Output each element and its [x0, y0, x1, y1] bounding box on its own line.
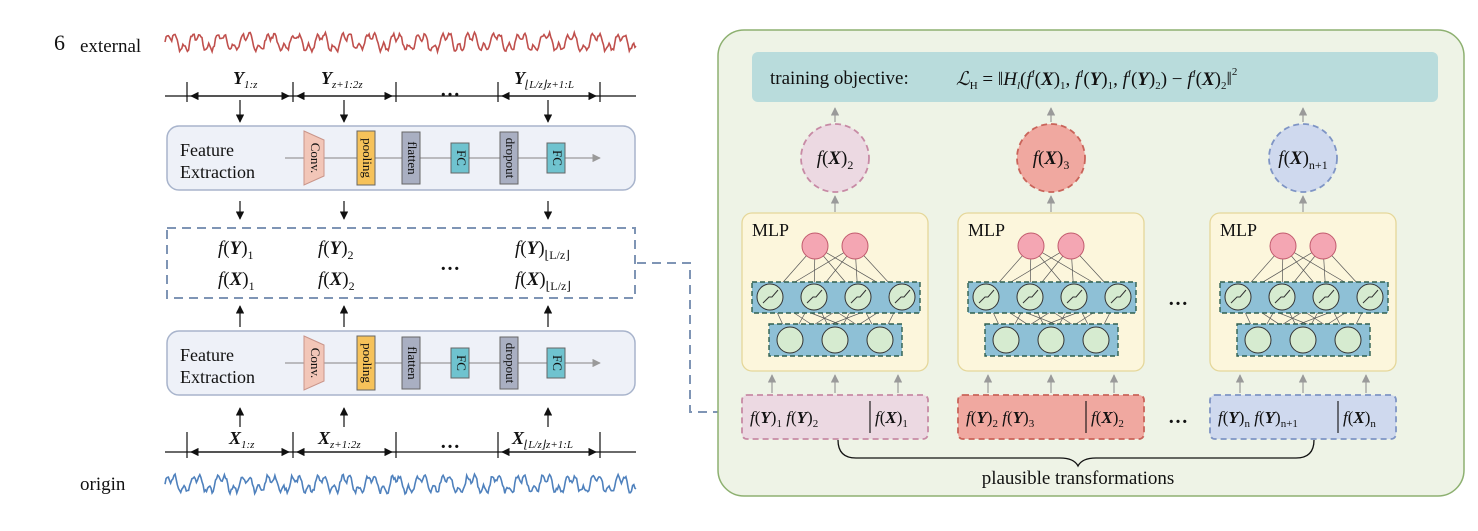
- y-segment-1: Y1:z: [233, 68, 258, 91]
- training-objective-label: training objective:: [770, 68, 909, 89]
- x-segment-last: X⌊L/z⌋z+1:L: [511, 428, 573, 451]
- feature-x-1: f(X)1: [218, 269, 255, 293]
- mlp-input-box: [1209, 394, 1397, 440]
- svg-text:FC: FC: [550, 150, 565, 166]
- mlp-output-label: f(X)3: [1033, 148, 1070, 172]
- layer-fc: FC: [450, 142, 470, 174]
- feature-x-last: f(X)⌊L/z⌋: [515, 269, 571, 293]
- mlp-input-label: f(Y)1 f(Y)2: [750, 408, 818, 430]
- feature-ellipsis: …: [440, 253, 460, 275]
- feature-x-2: f(X)2: [318, 269, 355, 293]
- feature-extraction-label: Feature: [180, 345, 234, 365]
- training-objective-box: [752, 52, 1438, 102]
- mlp-output-node: [1016, 123, 1086, 193]
- feature-up-arrows: [235, 305, 553, 327]
- mlp-label: MLP: [968, 220, 1005, 240]
- y-segment-ellipsis: …: [440, 79, 460, 101]
- svg-text:dropout: dropout: [503, 343, 518, 384]
- embedding-connector-arrow: [637, 262, 735, 420]
- feature-y-2: f(Y)2: [318, 238, 354, 262]
- y-segment-last: Y⌊L/z⌋z+1:L: [514, 68, 574, 91]
- layer-dropout: dropout: [499, 131, 519, 185]
- embedding-box: [166, 227, 636, 299]
- origin-label: origin: [80, 474, 126, 495]
- svg-text:Conv.: Conv.: [308, 143, 323, 174]
- input-ellipsis: …: [1168, 406, 1188, 428]
- svg-text:pooling: pooling: [360, 138, 375, 178]
- feature-extraction-label: Extraction: [180, 367, 255, 387]
- figure-number: 6: [54, 30, 65, 55]
- layer-flatten: flatten: [401, 131, 421, 185]
- mlp-input-label: f(Y)2 f(Y)3: [966, 408, 1035, 430]
- x-segment-ellipsis: …: [440, 431, 460, 453]
- mlp-output-node: [800, 123, 870, 193]
- layer-pooling: pooling: [356, 130, 376, 186]
- svg-text:dropout: dropout: [503, 138, 518, 179]
- mlp-label: MLP: [752, 220, 789, 240]
- layer-conv: Conv.: [303, 130, 325, 186]
- layer-dropout: dropout: [499, 336, 519, 390]
- external-label: external: [80, 36, 141, 57]
- origin-signal-wave: [164, 472, 637, 497]
- mlp-label: MLP: [1220, 220, 1257, 240]
- layer-fc: FC: [546, 142, 566, 174]
- y-to-feature-arrows: [235, 100, 553, 123]
- mlp-input-origin: f(X)n: [1343, 408, 1376, 430]
- feature-extraction-label: Feature: [180, 140, 234, 160]
- x-segment-2: Xz+1:2z: [317, 428, 361, 451]
- feature-extraction-label: Extraction: [180, 162, 255, 182]
- feature-to-embedding-arrows: [235, 201, 553, 220]
- x-to-feature-arrows: [235, 407, 553, 427]
- feature-y-last: f(Y)⌊L/z⌋: [515, 238, 570, 262]
- svg-text:pooling: pooling: [360, 343, 375, 383]
- svg-text:FC: FC: [454, 150, 469, 166]
- plausible-transformations-label: plausible transformations: [982, 468, 1175, 489]
- layer-flatten: flatten: [401, 336, 421, 390]
- y-segment-ruler: [165, 82, 636, 102]
- layer-pooling: pooling: [356, 335, 376, 391]
- mlp-input-label: f(Y)n f(Y)n+1: [1218, 408, 1298, 430]
- loss-formula: ℒH = ‖Hl(fl(X)1, fl(Y)1, fl(Y)2) − fl(X)…: [956, 66, 1237, 92]
- x-segment-1: X1:z: [228, 428, 255, 451]
- x-segment-ruler: [165, 432, 636, 458]
- mlp-ellipsis: …: [1168, 288, 1188, 310]
- mlp-output-label: f(X)2: [817, 148, 854, 172]
- svg-text:FC: FC: [454, 355, 469, 371]
- mlp-input-box: [741, 394, 929, 440]
- y-segment-2: Yz+1:2z: [321, 68, 363, 91]
- mlp-input-origin: f(X)2: [1091, 408, 1124, 430]
- svg-text:flatten: flatten: [405, 346, 420, 380]
- layer-conv: Conv.: [303, 335, 325, 391]
- layer-fc: FC: [546, 347, 566, 379]
- svg-text:FC: FC: [550, 355, 565, 371]
- svg-text:flatten: flatten: [405, 141, 420, 175]
- svg-text:Conv.: Conv.: [308, 348, 323, 379]
- external-signal-wave: [164, 29, 637, 55]
- mlp-input-box: [957, 394, 1145, 440]
- plausible-transformations-brace: [837, 439, 1315, 468]
- layer-fc: FC: [450, 347, 470, 379]
- mlp-input-origin: f(X)1: [875, 408, 908, 430]
- feature-y-1: f(Y)1: [218, 238, 254, 262]
- mlp-output-node: [1268, 123, 1338, 193]
